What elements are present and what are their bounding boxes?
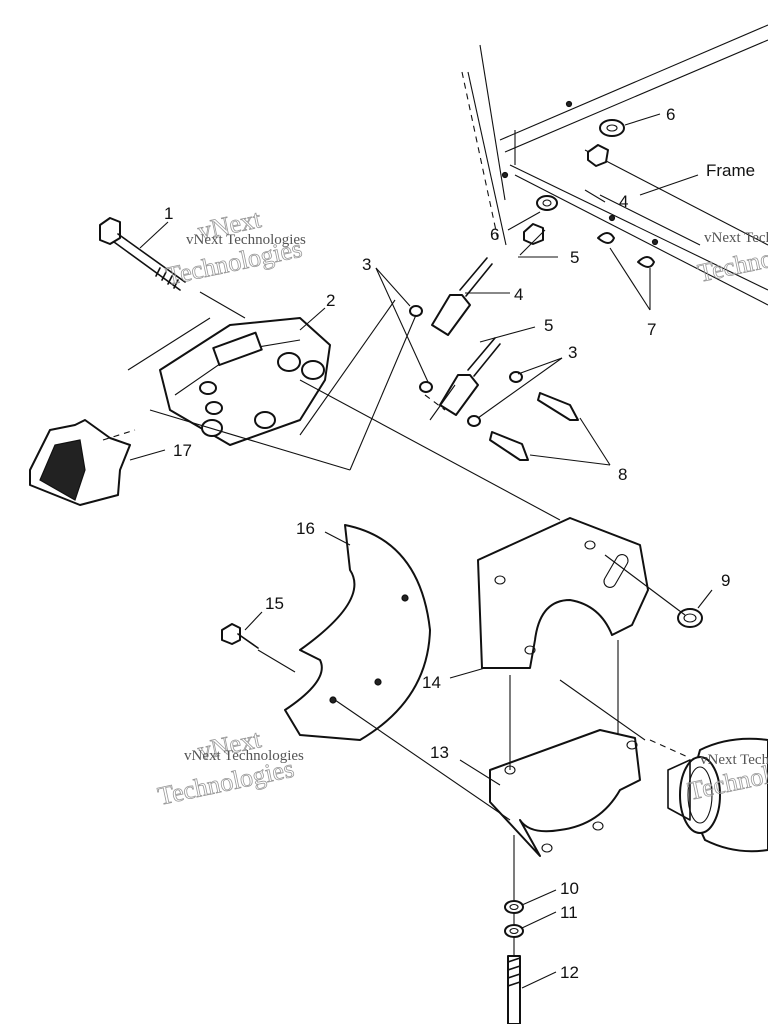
part-6-upper [565,100,625,167]
callout-6-upper: 6 [666,105,675,124]
callout-11: 11 [560,903,578,922]
part-8-bolts [489,392,579,461]
part-15-bolt [221,623,259,649]
callout-12: 12 [560,963,579,982]
callout-2: 2 [326,291,335,310]
callout-16: 16 [296,519,315,538]
part-10-washer [504,900,524,914]
part-13-bracket [489,729,641,857]
callout-8: 8 [618,465,627,484]
callout-14: 14 [422,673,441,692]
part-11-washer [504,924,524,938]
part-17-brake-pad [29,419,131,506]
callout-4-frame: 4 [619,192,628,211]
callout-7: 7 [647,320,656,339]
part-1-bolt [99,217,186,291]
callout-3-left: 3 [362,255,371,274]
part-6-lower [501,171,558,245]
frame-label: Frame [706,161,755,180]
callout-15: 15 [265,594,284,613]
callout-5-frame: 5 [570,248,579,267]
callout-3-right: 3 [568,343,577,362]
svg-text:vNext Technologies: vNext Technologies [700,752,768,768]
callout-13: 13 [430,743,449,762]
part-12-stud [507,955,521,1024]
svg-text:vNext Technologies: vNext Technologies [186,232,306,248]
axle-housing [667,737,768,853]
assembly-lines [102,229,691,955]
callout-5-rod: 5 [544,316,553,335]
callout-9: 9 [721,571,730,590]
watermark-bottom: vNext vNext Technologies Technologies [155,724,304,812]
watermark-top: vNext vNext Technologies Technologies [163,204,306,292]
part-2-caliper [159,317,331,446]
frame-structure [461,24,768,306]
part-14-bracket [477,517,649,669]
callout-1: 1 [164,204,173,223]
part-3-washers [409,305,523,427]
leader-lines [129,113,713,989]
watermark-right-top: vNext Technologies Technologies [695,230,768,288]
part-7-clips [597,214,659,268]
part-5-rod-end [439,337,501,416]
callout-6-lower: 6 [490,225,499,244]
svg-text:vNext Technologies: vNext Technologies [704,230,768,246]
callout-17: 17 [173,441,192,460]
part-4-rod-end [431,257,493,336]
svg-text:vNext Technologies: vNext Technologies [184,748,304,764]
part-16-shield [284,524,431,741]
callout-10: 10 [560,879,579,898]
part-9-bushing [677,608,703,628]
callout-4-rod: 4 [514,285,523,304]
